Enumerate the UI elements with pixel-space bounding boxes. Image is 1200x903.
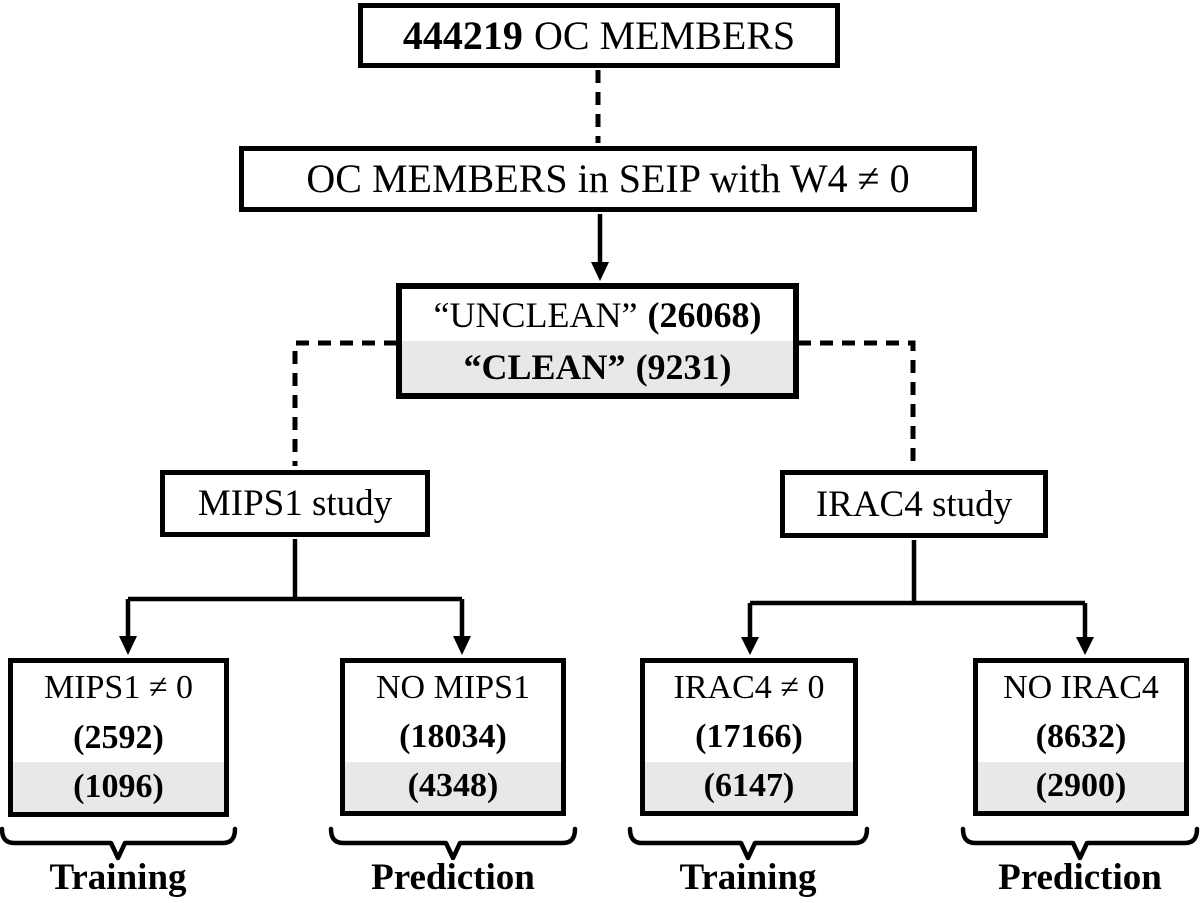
unclean-count: (26068) (647, 295, 762, 335)
seip-label: OC MEMBERS in SEIP with W4 ≠ 0 (306, 156, 910, 201)
split-line-mips1 (125, 539, 465, 640)
node-irac4-detect: IRAC4 ≠ 0 (17166) (6147) (640, 658, 858, 816)
brace-prediction-mips1 (328, 826, 578, 861)
arrow-head-mips1-detect (119, 636, 137, 655)
leaf-unclean-count: (8632) (1035, 717, 1127, 755)
leaf-clean-row: (4348) (345, 761, 561, 811)
split-line-irac4 (747, 540, 1088, 641)
leaf-unclean-row: (17166) (645, 712, 853, 761)
leaf-label: NO MIPS1 (376, 668, 530, 706)
leaf-label: MIPS1 ≠ 0 (43, 668, 194, 706)
oc-members-count: 444219 (402, 12, 523, 58)
leaf-label-row: NO MIPS1 (345, 663, 561, 712)
leaf-label-row: MIPS1 ≠ 0 (13, 663, 224, 713)
irac4-study-text: IRAC4 study (785, 475, 1043, 533)
leaf-unclean-count: (18034) (399, 717, 507, 755)
leaf-unclean-count: (17166) (695, 717, 803, 755)
leaf-clean-count: (1096) (73, 768, 164, 806)
node-seip: OC MEMBERS in SEIP with W4 ≠ 0 (239, 146, 977, 212)
arrow-head-no-irac4 (1076, 637, 1094, 655)
node-no-irac4: NO IRAC4 (8632) (2900) (973, 658, 1189, 816)
leaf-clean-count: (4348) (407, 767, 499, 805)
leaf-clean-row: (6147) (645, 761, 853, 811)
unclean-label: “UNCLEAN” (433, 295, 638, 335)
role-label-training-irac4: Training (679, 857, 817, 898)
unclean-row: “UNCLEAN”(26068) (402, 289, 793, 341)
node-no-mips1: NO MIPS1 (18034) (4348) (340, 658, 566, 816)
leaf-clean-row: (2900) (978, 761, 1184, 811)
brace-training-irac4 (627, 826, 870, 861)
node-mips1-detect: MIPS1 ≠ 0 (2592) (1096) (8, 658, 229, 817)
leaf-unclean-count: (2592) (73, 718, 164, 756)
brace-prediction-irac4 (960, 826, 1200, 861)
leaf-label: IRAC4 ≠ 0 (673, 668, 825, 706)
clean-label: “CLEAN” (463, 347, 626, 387)
dashed-connector-clean-mips1 (292, 340, 397, 466)
leaf-unclean-row: (8632) (978, 712, 1184, 761)
clean-row: “CLEAN”(9231) (402, 341, 793, 393)
arrow-head-no-mips1 (453, 636, 471, 655)
leaf-label: NO IRAC4 (1003, 668, 1159, 706)
leaf-label-row: NO IRAC4 (978, 663, 1184, 712)
role-label-prediction-mips1: Prediction (371, 857, 535, 898)
role-label-prediction-irac4: Prediction (998, 857, 1162, 898)
brace-training-mips1 (0, 826, 238, 861)
leaf-clean-count: (2900) (1035, 767, 1127, 805)
node-irac4-study: IRAC4 study (780, 470, 1048, 538)
role-label-training-mips1: Training (49, 857, 187, 898)
arrow-head-seip-clean (591, 262, 609, 281)
mips1-study-text: MIPS1 study (165, 475, 425, 532)
dashed-connector-clean-irac4 (798, 340, 916, 466)
node-clean-split: “UNCLEAN”(26068) “CLEAN”(9231) (396, 283, 799, 399)
clean-count: (9231) (635, 347, 732, 387)
leaf-clean-row: (1096) (13, 762, 224, 813)
node-mips1-study: MIPS1 study (160, 470, 430, 537)
oc-members-label: OC MEMBERS (534, 12, 796, 58)
node-seip-text: OC MEMBERS in SEIP with W4 ≠ 0 (244, 151, 972, 207)
irac4-study-label: IRAC4 study (815, 483, 1013, 525)
leaf-clean-count: (6147) (703, 767, 795, 805)
leaf-unclean-row: (18034) (345, 712, 561, 761)
leaf-label-row: IRAC4 ≠ 0 (645, 663, 853, 712)
mips1-study-label: MIPS1 study (197, 483, 393, 524)
leaf-unclean-row: (2592) (13, 713, 224, 763)
arrow-head-irac4-detect (741, 637, 759, 655)
